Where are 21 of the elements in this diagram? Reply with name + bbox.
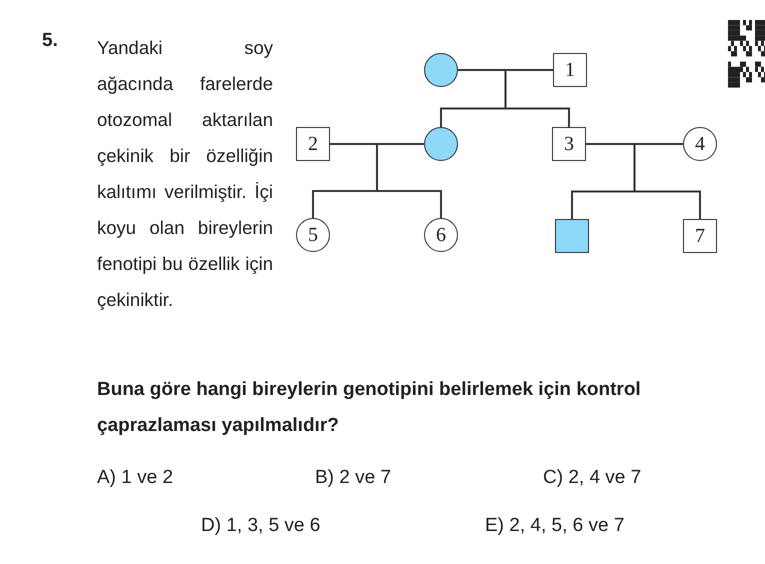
- female-circle: 6: [424, 218, 458, 252]
- question-number: 5.: [42, 30, 58, 52]
- answer-option: D) 1, 3, 5 ve 6: [201, 515, 320, 537]
- answer-option: C) 2, 4 ve 7: [543, 467, 642, 489]
- female-circle: [424, 53, 458, 87]
- question-prompt: Buna göre hangi bireylerin genotipini belirlemek için kontrol çaprazlaması yapılmalıdır?: [97, 378, 642, 438]
- descent-line: [504, 69, 570, 127]
- male-square: 7: [683, 219, 717, 253]
- question-text: Yandaki soy ağacında farelerde otozomal aktarılan çekinik bir özelliğin kalıtımı verilmiştir. İçi koyu olan bireylerin fenotipi bu özellik için çekiniktir.: [97, 36, 273, 312]
- female-circle: [424, 127, 458, 161]
- male-square: 2: [296, 127, 330, 161]
- descent-line: [634, 143, 701, 219]
- male-square: [555, 219, 589, 253]
- answer-option: E) 2, 4, 5, 6 ve 7: [485, 515, 624, 537]
- answer-option: A) 1 ve 2: [97, 467, 174, 489]
- descent-line: [376, 143, 442, 218]
- male-square: 1: [553, 53, 587, 87]
- answer-option: B) 2 ve 7: [315, 467, 392, 489]
- male-square: 3: [552, 127, 586, 161]
- female-circle: 4: [683, 127, 717, 161]
- female-circle: 5: [296, 218, 330, 252]
